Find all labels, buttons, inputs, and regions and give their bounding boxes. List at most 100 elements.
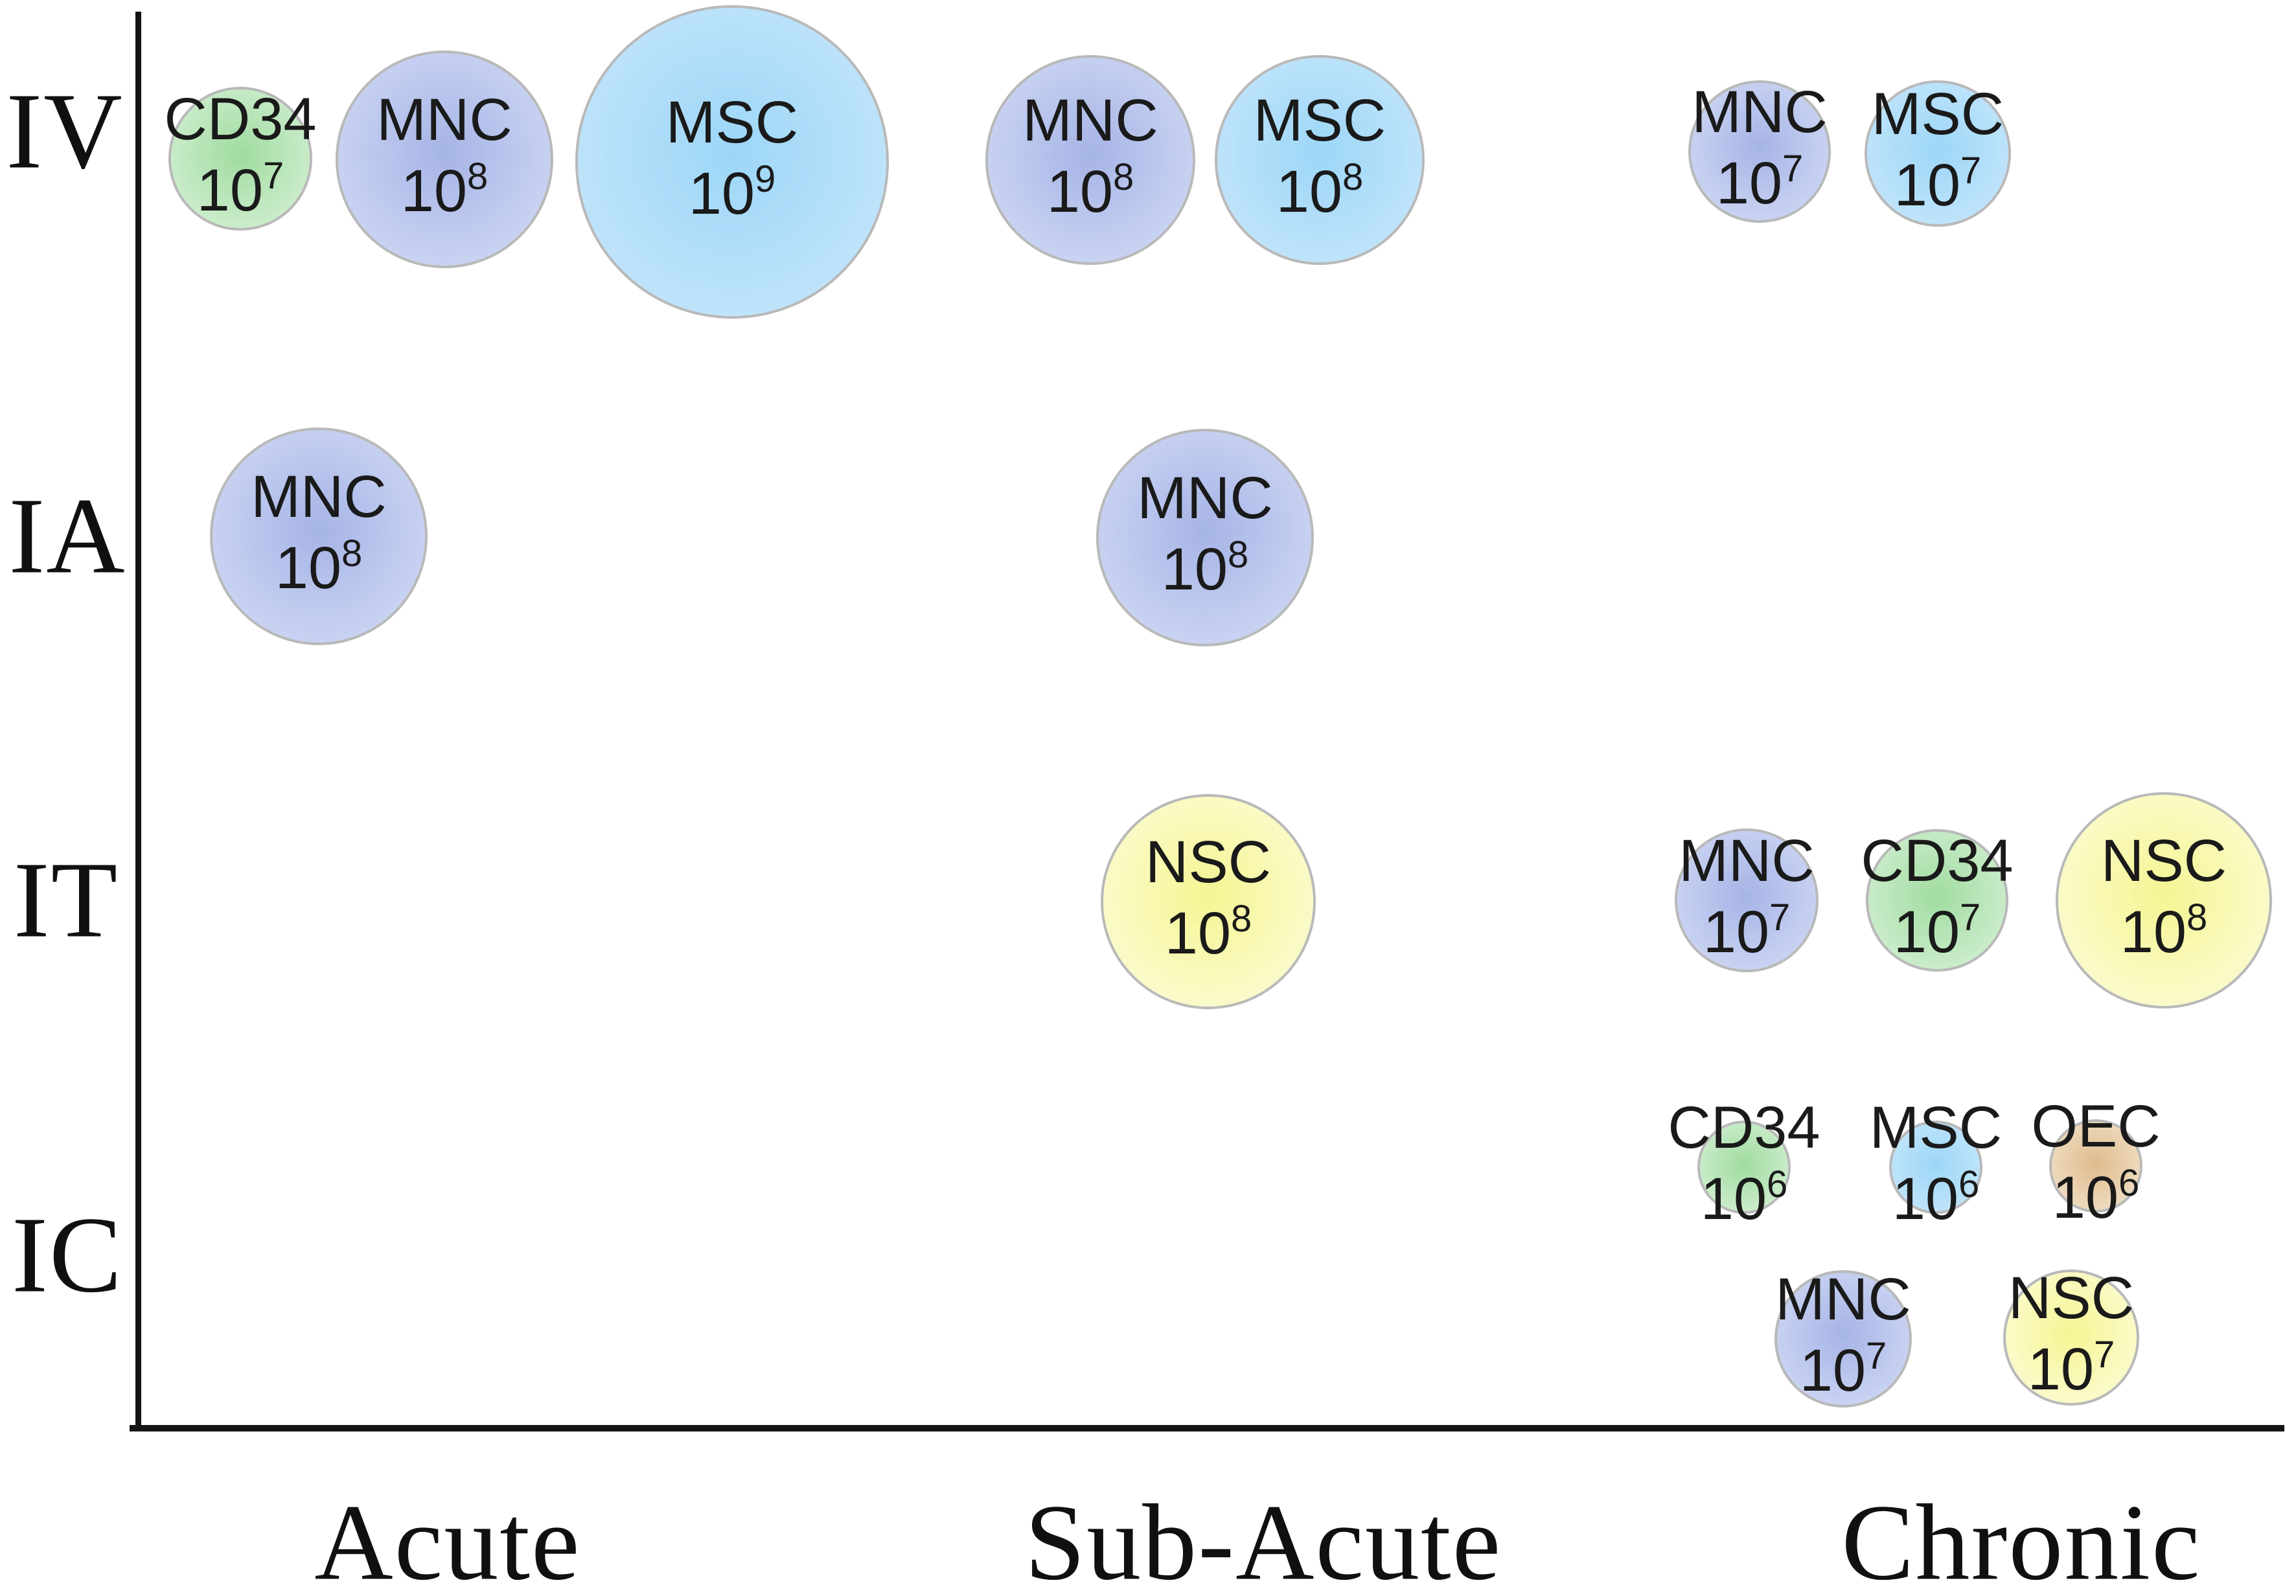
bubble-dose-base: 10 [1892,1166,1959,1232]
y-axis-label-ia: IA [8,475,126,597]
bubble-cell-type: MNC [1137,465,1273,531]
bubble-msc-iv-sub-acute [1215,55,1425,265]
bubble-dose: 106 [1668,1163,1820,1242]
x-axis-label-sub-acute: Sub-Acute [1024,1482,1502,1596]
y-axis-line [135,12,141,1431]
bubble-cell-type: MNC [1692,79,1828,145]
bubble-dose: 107 [1872,150,2004,229]
bubble-dose-exponent: 8 [1231,898,1252,940]
bubble-dose-exponent: 6 [2118,1162,2140,1204]
bubble-dose: 107 [1692,148,1828,227]
bubble-dose: 107 [2008,1334,2134,1413]
bubble-dose-base: 10 [196,157,264,223]
bubble-cell-type: MNC [1679,828,1815,894]
bubble-cell-type: MSC [1871,81,2004,147]
bubble-msc-iv-chronic [1865,80,2011,227]
bubble-dose-exponent: 7 [1866,1335,1887,1377]
y-axis-label-ic: IC [12,1194,123,1316]
bubble-dose-exponent: 9 [755,158,776,200]
bubble-dose: 109 [666,158,798,237]
bubble-dose-exponent: 8 [2187,896,2208,939]
bubble-dose: 108 [1022,156,1158,235]
bubble-dose-exponent: 8 [1113,156,1134,198]
bubble-dose-base: 10 [688,161,755,227]
bubble-dose-base: 10 [400,158,468,224]
bubble-dose-exponent: 7 [1769,896,1791,939]
bubble-cell-type: MSC [665,89,799,155]
bubble-dose-exponent: 7 [1782,148,1804,190]
bubble-cell-type: CD34 [164,86,317,152]
bubble-dose: 108 [1137,534,1273,613]
bubble-dose: 107 [1679,896,1815,975]
bubble-oec-ic-chronic [2049,1119,2142,1213]
bubble-dose-base: 10 [1700,1166,1767,1232]
bubble-dose: 108 [2101,896,2227,975]
bubble-nsc-ic-chronic [2003,1270,2139,1406]
bubble-dose: 108 [1145,898,1271,977]
bubble-nsc-it-chronic [2056,792,2272,1009]
bubble-dose-base: 10 [1894,152,1961,218]
x-axis-line [130,1425,2284,1431]
x-axis-label-acute: Acute [314,1482,581,1596]
bubble-dose-base: 10 [2120,899,2187,965]
bubble-cd34-it-chronic [1866,829,2008,972]
y-axis-label-iv: IV [6,71,124,192]
bubble-cell-type: NSC [1145,829,1272,895]
bubble-dose-base: 10 [1716,150,1783,216]
bubble-dose: 108 [1254,156,1386,235]
bubble-dose-exponent: 6 [1958,1163,1980,1205]
bubble-cell-type: MNC [1775,1266,1911,1332]
bubble-cell-type: MNC [251,464,387,530]
bubble-dose-base: 10 [1164,900,1232,966]
bubble-cd34-ic-chronic [1697,1121,1791,1214]
bubble-mnc-iv-sub-acute [985,55,1195,265]
bubble-cell-type: MNC [376,87,512,153]
bubble-dose: 106 [1870,1163,2002,1242]
bubble-msc-ic-chronic [1889,1121,1982,1214]
bubble-dose-base: 10 [275,535,342,601]
bubble-mnc-iv-chronic [1688,80,1831,223]
bubble-dose-exponent: 7 [1960,896,1981,939]
bubble-dose-base: 10 [1276,159,1343,225]
bubble-dose-exponent: 8 [341,532,363,575]
bubble-dose: 107 [1775,1335,1911,1414]
bubble-dose-base: 10 [1799,1338,1866,1404]
bubble-dose-exponent: 8 [467,155,488,198]
bubble-msc-iv-acute [575,5,889,319]
bubble-dose-exponent: 8 [1342,156,1364,198]
bubble-cell-type: OEC [2031,1093,2161,1159]
y-axis-label-it: IT [13,839,119,961]
bubble-cell-type: NSC [2100,828,2227,894]
bubble-dose: 107 [164,155,316,234]
bubble-cell-type: MSC [1869,1095,2003,1161]
bubble-dose-exponent: 7 [2094,1334,2115,1376]
bubble-cell-type: MNC [1022,87,1158,154]
bubble-dose: 106 [2031,1162,2160,1241]
bubble-dose-base: 10 [2027,1336,2095,1402]
bubble-cd34-iv-acute [168,87,312,231]
bubble-dose: 108 [251,532,387,611]
bubble-mnc-ia-sub-acute [1096,429,1314,646]
bubble-dose: 107 [1861,896,2013,975]
bubble-nsc-it-sub-acute [1101,794,1316,1009]
bubble-dose-exponent: 7 [1960,150,1982,192]
bubble-mnc-ia-acute [210,428,428,645]
bubble-dose-base: 10 [1046,159,1114,225]
bubble-mnc-it-chronic [1675,828,1819,972]
